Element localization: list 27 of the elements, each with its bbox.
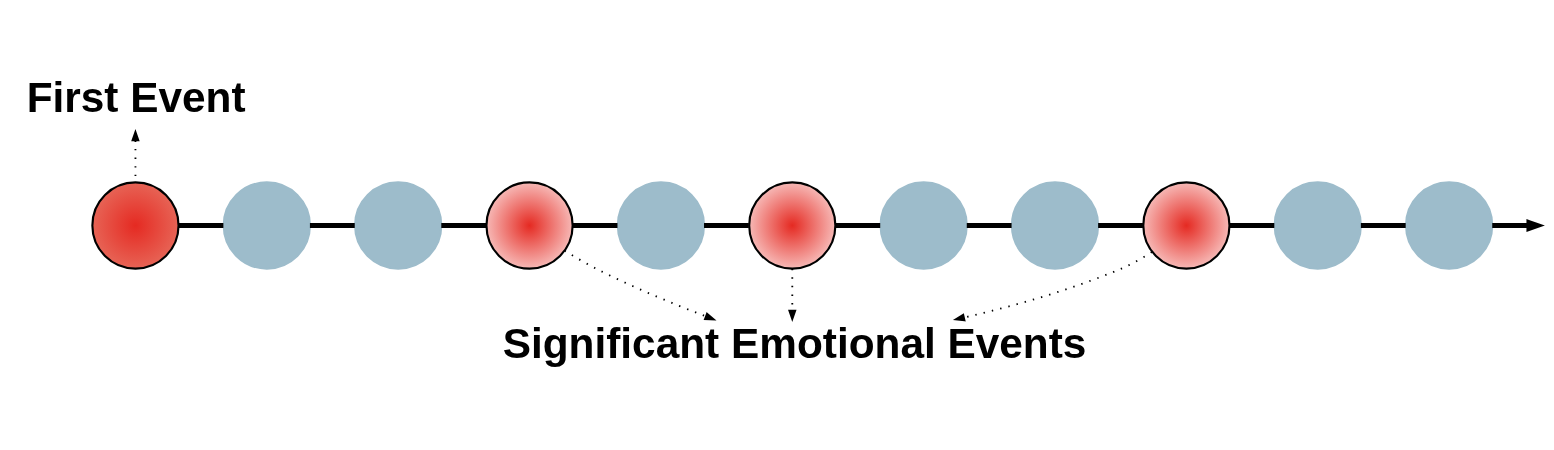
connector [1098,222,1143,228]
arrow [788,267,797,322]
connector [1360,222,1406,228]
node-circle [485,180,574,270]
arrow [1492,218,1545,232]
connector [178,222,224,228]
arrow [952,250,1153,321]
node-circle [879,180,968,270]
connector [704,222,749,228]
connector [309,222,355,228]
node-circle [354,180,443,270]
connector [441,222,487,228]
node-circle [1142,180,1231,270]
connector [966,222,1012,228]
node-circle [1010,180,1100,270]
connector [835,222,881,228]
node-circle [1405,180,1494,270]
node-circle [616,180,706,270]
connector [1229,222,1275,228]
node-circle [222,180,311,270]
node-circle [748,180,837,270]
node-text: First Event [26,73,246,121]
arrow [563,249,717,320]
node-circle [1273,180,1362,270]
node-circle [91,180,180,270]
node-text: Significant Emotional Events [502,319,1087,367]
connector [572,222,618,228]
